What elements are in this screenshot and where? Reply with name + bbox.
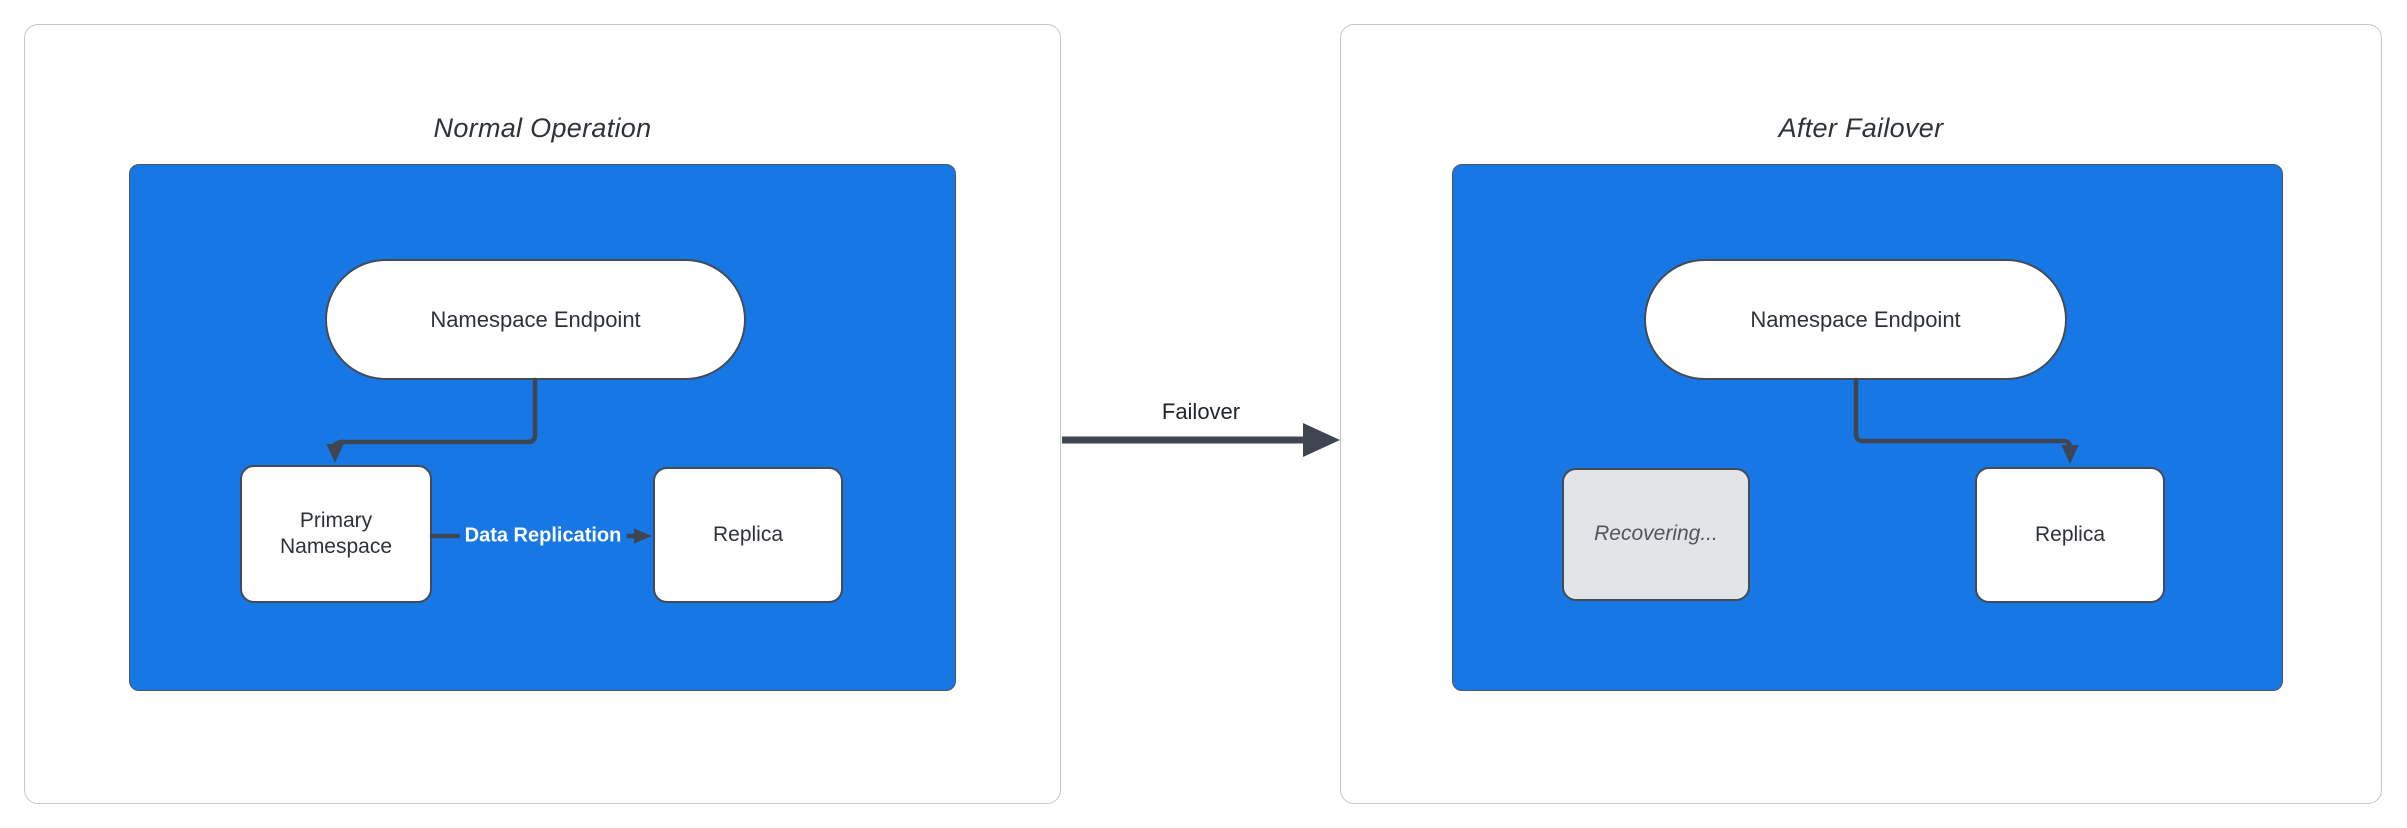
- normal-operation-title: Normal Operation: [433, 113, 652, 143]
- namespace-endpoint-node-left: Namespace Endpoint: [325, 259, 746, 380]
- primary-namespace-label: Primary Namespace: [279, 508, 393, 558]
- data-replication-label: Data Replication: [459, 522, 627, 550]
- primary-namespace-node: Primary Namespace: [240, 465, 432, 603]
- namespace-endpoint-label-left: Namespace Endpoint: [430, 306, 641, 332]
- after-failover-container: [1452, 164, 2283, 691]
- after-failover-title: After Failover: [1778, 113, 1944, 143]
- failover-arrowhead: [1303, 423, 1340, 457]
- recovering-node: Recovering...: [1562, 468, 1750, 601]
- replica-label-left: Replica: [712, 522, 784, 546]
- normal-operation-container: [129, 164, 956, 691]
- replica-node-right: Replica: [1975, 467, 2165, 603]
- namespace-endpoint-label-right: Namespace Endpoint: [1750, 306, 1961, 332]
- replica-node-left: Replica: [653, 467, 843, 603]
- recovering-label: Recovering...: [1594, 522, 1718, 546]
- namespace-endpoint-node-right: Namespace Endpoint: [1644, 259, 2067, 380]
- failover-label: Failover: [1161, 399, 1241, 424]
- replica-label-right: Replica: [2034, 522, 2106, 546]
